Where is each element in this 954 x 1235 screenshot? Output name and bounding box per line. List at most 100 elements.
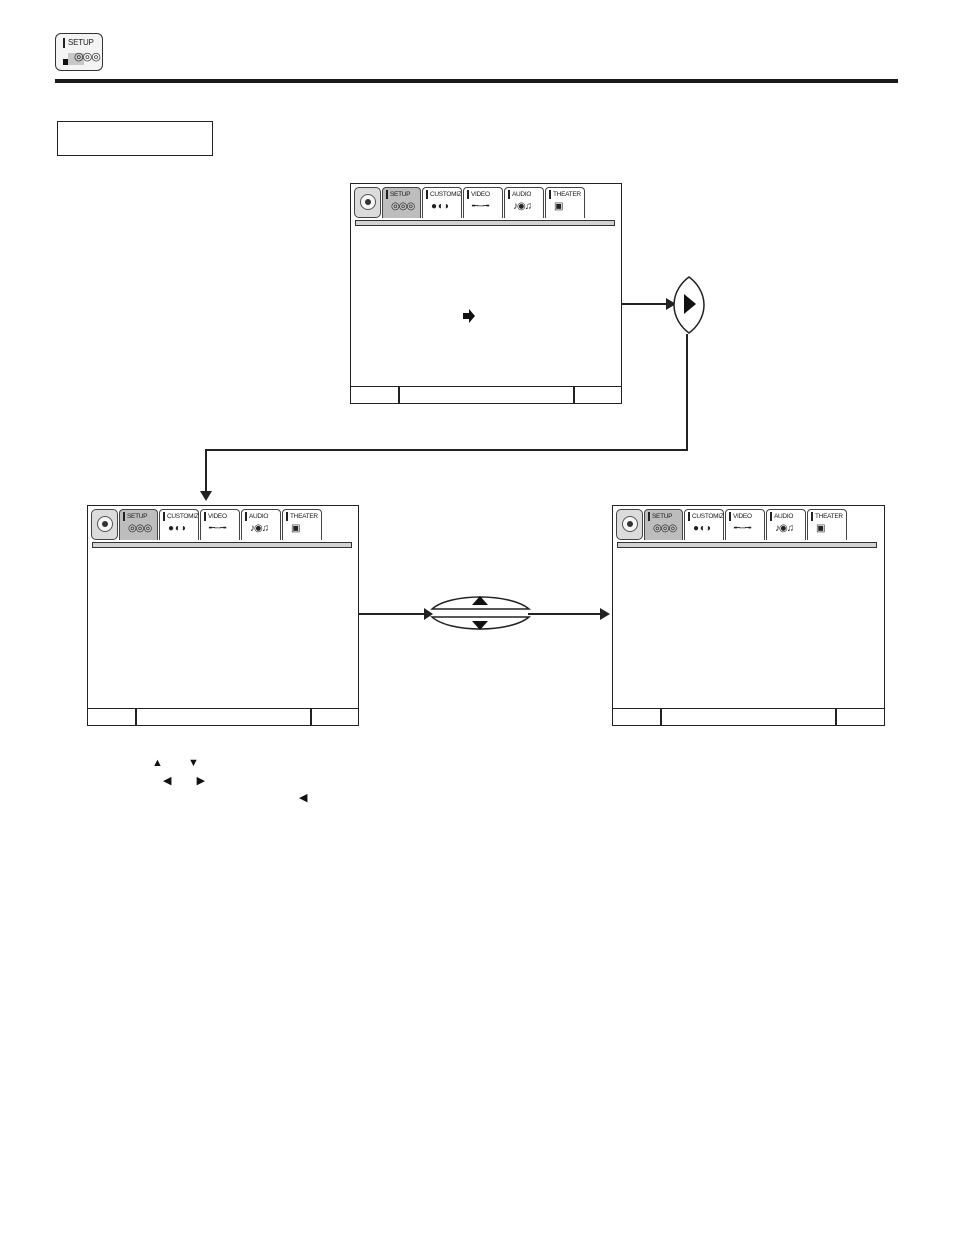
right-arrow-icon: ▶ xyxy=(196,775,206,787)
tab-customize[interactable]: CUSTOMIZE ● ◐◑ xyxy=(159,509,199,540)
up-arrow-icon: ▲ xyxy=(152,757,163,769)
tab-bar xyxy=(729,512,731,521)
audio-notes-icon: ♪◉♫ xyxy=(513,201,532,212)
tab-video[interactable]: VIDEO ╾─╼ xyxy=(463,187,503,218)
badge-shade xyxy=(68,53,84,65)
tab-label: AUDIO xyxy=(249,513,269,520)
tab-setup[interactable]: SETUP ◎◎◎ xyxy=(644,509,683,540)
dpad-icon xyxy=(622,516,638,532)
setup-reels-icon: ◎◎◎ xyxy=(74,51,101,63)
tab-label: VIDEO xyxy=(208,513,227,520)
tab-label: THEATER xyxy=(815,513,843,520)
tab-label: VIDEO xyxy=(471,191,490,198)
tab-bar xyxy=(648,512,650,521)
tab-navigation[interactable] xyxy=(616,509,643,540)
setup-reels-icon: ◎◎◎ xyxy=(391,201,415,212)
tab-bar xyxy=(123,512,125,521)
tab-bar xyxy=(286,512,288,521)
connector-line xyxy=(528,613,604,615)
left-arrow-icon: ◀ xyxy=(163,775,172,787)
menu-screen-right: SETUP ◎◎◎ CUSTOMIZE● ◐◑ VIDEO ╾─╼ AUDIO ♪◉♫ THE… xyxy=(612,505,885,726)
video-sliders-icon: ╾─╼ xyxy=(472,201,489,212)
instruction-line-2: ◀ ▶ xyxy=(163,774,205,787)
tab-navigation[interactable] xyxy=(354,187,381,218)
tab-bar xyxy=(426,190,428,199)
arrowhead-icon xyxy=(424,608,433,620)
customize-person-icon: ● ◐◑ xyxy=(431,201,449,212)
tab-audio[interactable]: AUDIO ♪◉♫ xyxy=(766,509,806,540)
tab-video[interactable]: VIDEO ╾─╼ xyxy=(200,509,240,540)
left-arrow-icon: ◀ xyxy=(299,792,308,804)
tab-label: SETUP xyxy=(127,513,148,520)
setup-badge-label: SETUP xyxy=(68,38,94,47)
tab-customize[interactable]: CUSTOMIZE ● ◐◑ xyxy=(422,187,462,218)
tab-label: CUSTOMIZE xyxy=(430,191,462,198)
setup-reels-icon: ◎◎◎ xyxy=(128,523,152,534)
tab-bar xyxy=(688,512,690,521)
badge-bar xyxy=(63,38,65,48)
tab-bar xyxy=(508,190,510,199)
tab-label: AUDIO xyxy=(512,191,532,198)
tab-label: THEATER xyxy=(553,191,581,198)
up-arrow-icon xyxy=(472,596,488,605)
tab-bar xyxy=(386,190,388,199)
tab-bar xyxy=(245,512,247,521)
theater-film-icon: ▣ xyxy=(554,201,564,212)
menu-bar xyxy=(355,220,615,226)
setup-badge: SETUP ◎◎◎ xyxy=(55,33,103,71)
tab-label: AUDIO xyxy=(774,513,794,520)
arrowhead-icon xyxy=(200,491,212,501)
pointer-arrow-icon xyxy=(463,309,475,323)
right-button[interactable] xyxy=(672,276,706,334)
tab-navigation[interactable] xyxy=(91,509,118,540)
tab-label: SETUP xyxy=(652,513,673,520)
tab-bar xyxy=(770,512,772,521)
down-arrow-icon: ▼ xyxy=(188,757,199,769)
section-title-box xyxy=(57,121,213,156)
header-rule xyxy=(55,79,898,83)
tab-setup[interactable]: SETUP◎◎◎ xyxy=(382,187,421,218)
tab-label: CUSTOMIZE xyxy=(167,513,199,520)
instruction-line-1: ▲ ▼ xyxy=(152,757,199,769)
menu-bar xyxy=(617,542,877,548)
video-sliders-icon: ╾─╼ xyxy=(209,523,226,534)
menu-footer xyxy=(613,708,884,725)
theater-film-icon: ▣ xyxy=(291,523,301,534)
tab-bar xyxy=(163,512,165,521)
menu-bar xyxy=(92,542,352,548)
connector-line xyxy=(622,303,672,305)
tab-label: THEATER xyxy=(290,513,318,520)
play-right-icon xyxy=(684,294,696,314)
tab-theater[interactable]: THEATER ▣ xyxy=(545,187,585,218)
theater-film-icon: ▣ xyxy=(816,523,826,534)
menu-footer xyxy=(88,708,358,725)
tab-bar xyxy=(467,190,469,199)
menu-screen-top: SETUP◎◎◎ CUSTOMIZE ● ◐◑ VIDEO ╾─╼ AUDIO ♪◉♫ THE… xyxy=(350,183,622,404)
audio-notes-icon: ♪◉♫ xyxy=(250,523,269,534)
tab-setup[interactable]: SETUP ◎◎◎ xyxy=(119,509,158,540)
video-sliders-icon: ╾─╼ xyxy=(734,523,751,534)
tab-audio[interactable]: AUDIO ♪◉♫ xyxy=(241,509,281,540)
tab-video[interactable]: VIDEO ╾─╼ xyxy=(725,509,765,540)
up-down-buttons[interactable] xyxy=(430,589,531,637)
tab-label: VIDEO xyxy=(733,513,752,520)
connector-line xyxy=(686,334,688,451)
tab-theater[interactable]: THEATER ▣ xyxy=(807,509,847,540)
tab-bar xyxy=(549,190,551,199)
customize-person-icon: ● ◐◑ xyxy=(168,523,186,534)
connector-line xyxy=(205,449,688,451)
audio-notes-icon: ♪◉♫ xyxy=(775,523,794,534)
setup-reels-icon: ◎◎◎ xyxy=(653,523,677,534)
tab-customize[interactable]: CUSTOMIZE● ◐◑ xyxy=(684,509,724,540)
badge-block xyxy=(63,59,68,65)
connector-line xyxy=(359,613,431,615)
customize-person-icon: ● ◐◑ xyxy=(693,523,711,534)
tab-theater[interactable]: THEATER ▣ xyxy=(282,509,322,540)
tab-bar xyxy=(811,512,813,521)
tab-audio[interactable]: AUDIO ♪◉♫ xyxy=(504,187,544,218)
arrowhead-icon xyxy=(666,298,676,310)
instruction-line-3: ◀ xyxy=(299,791,307,804)
down-arrow-icon xyxy=(472,621,488,630)
dpad-icon xyxy=(360,194,376,210)
arrowhead-icon xyxy=(600,608,610,620)
